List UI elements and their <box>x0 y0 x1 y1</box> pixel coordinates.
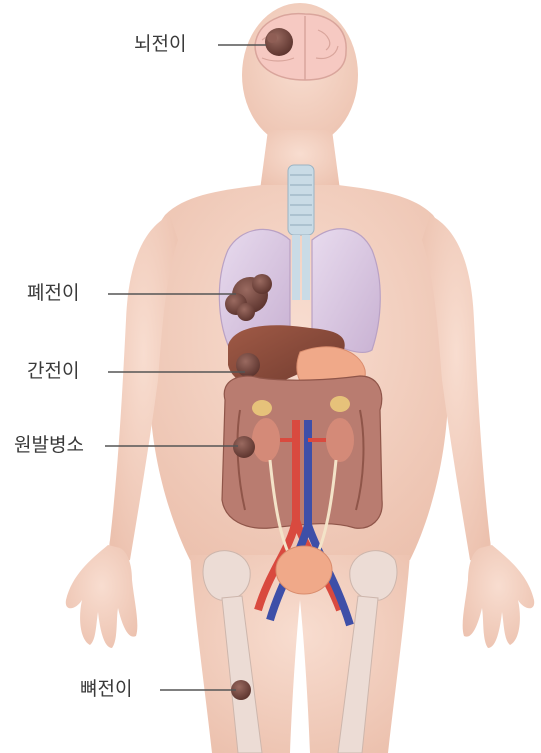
liver-tumor <box>236 353 260 377</box>
brain <box>255 14 346 80</box>
label-lung-metastasis: 폐전이 <box>27 284 79 303</box>
label-liver-metastasis: 간전이 <box>27 362 79 381</box>
primary-tumor <box>233 436 255 458</box>
intestines <box>222 376 382 528</box>
label-bone-metastasis: 뼈전이 <box>80 680 132 699</box>
bladder <box>276 546 332 594</box>
label-primary-site: 원발병소 <box>14 436 84 455</box>
label-brain-metastasis: 뇌전이 <box>134 35 186 54</box>
